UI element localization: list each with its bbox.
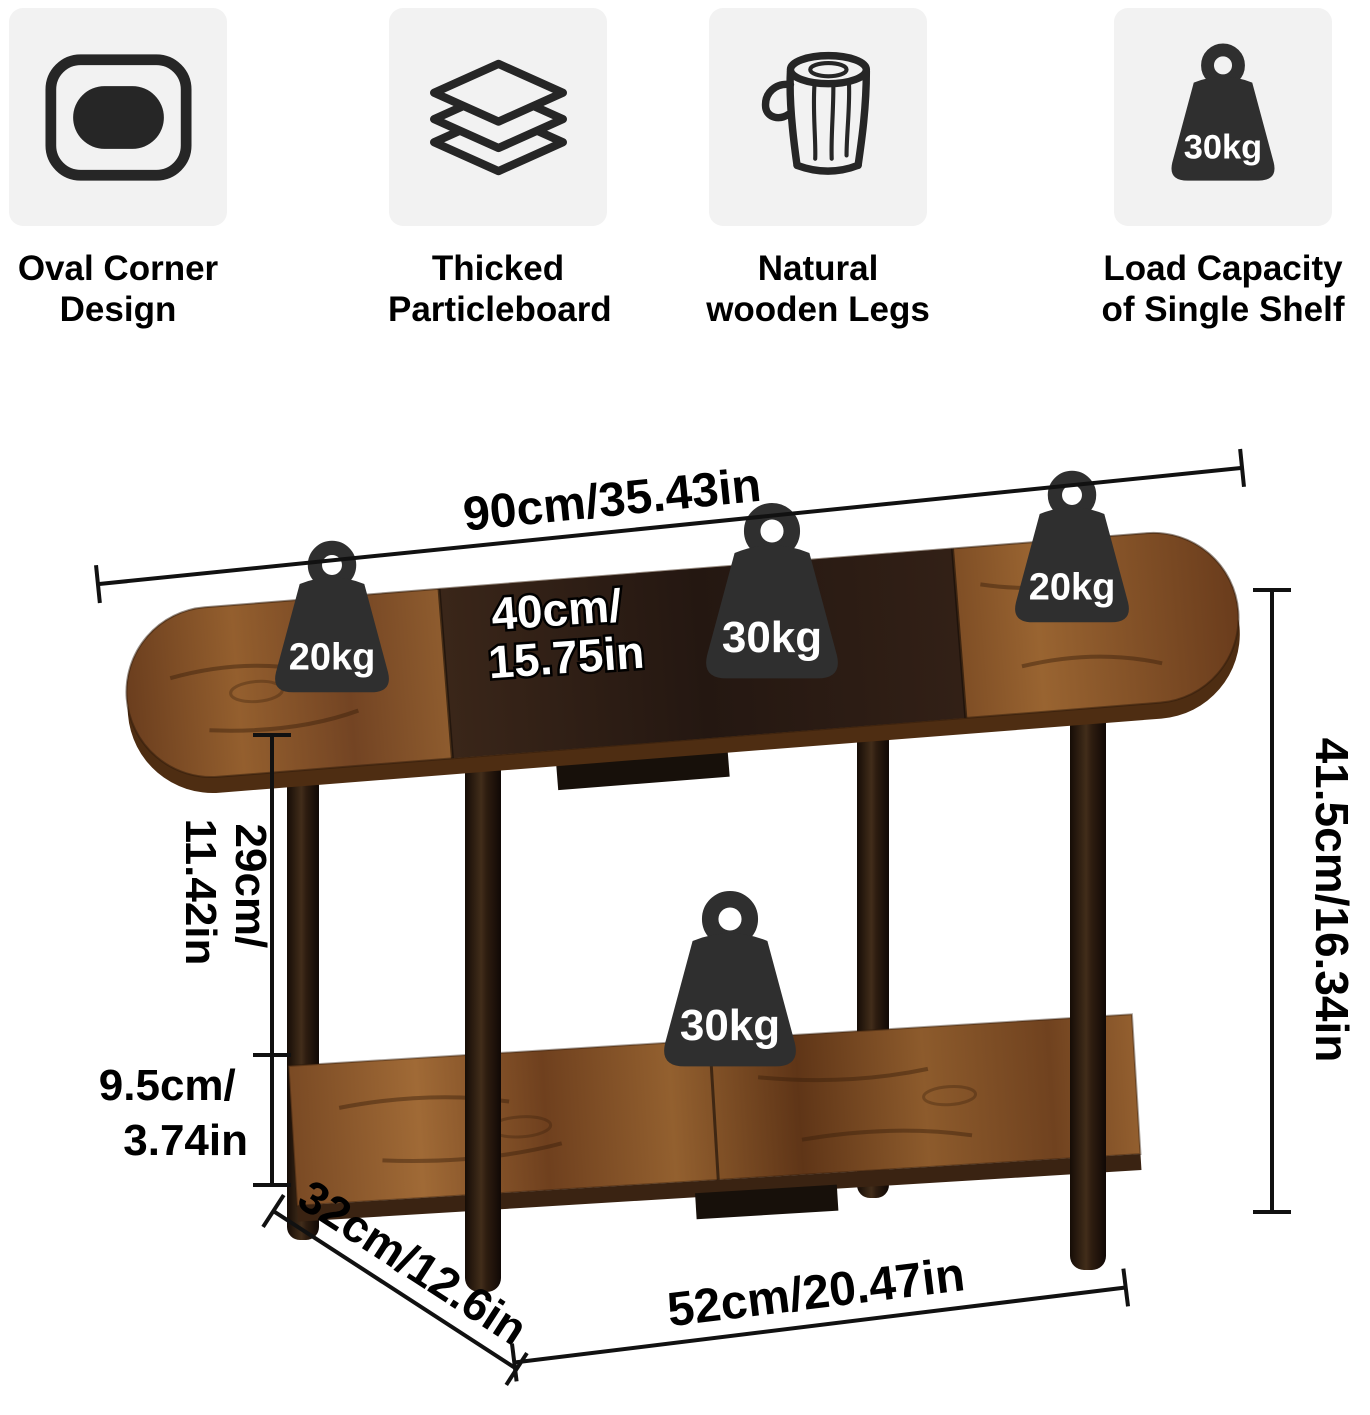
center-width-label: 40cm/ 15.75in (483, 577, 648, 691)
table-front-legs (465, 645, 1106, 1292)
particleboard-icon (389, 8, 607, 226)
weight-icon: 30kg (1114, 8, 1332, 226)
wood-log-icon (709, 8, 927, 226)
table-leg (1070, 645, 1106, 1270)
table-shelf (287, 1013, 1142, 1222)
weight-badge-top-center: 30kg (706, 511, 838, 678)
weight-badge-top-right: 20kg (1015, 478, 1129, 622)
dimension-shelf-clearance: 9.5cm/ 3.74in (99, 1055, 291, 1187)
tier-gap-label: 29cm/ 11.42in (176, 819, 275, 966)
oval-corner-icon (9, 8, 227, 226)
table-dimension-diagram: 20kg 30kg 20kg 30kg 40cm/ 15.75in 90cm/3… (94, 448, 1358, 1386)
tabletop-dark-panel (439, 548, 966, 759)
dimension-total-height: 41.5cm/16.34in (1253, 588, 1358, 1214)
weight-badge-shelf: 30kg (664, 899, 796, 1066)
weight-value: 20kg (289, 637, 376, 679)
dimension-tier-gap: 29cm/ 11.42in (176, 733, 291, 1057)
svg-text:40cm/ 15.75in: 40cm/ 15.75in (483, 578, 646, 689)
weight-value: 30kg (680, 1001, 780, 1050)
weight-value: 20kg (1029, 567, 1116, 609)
total-height-label: 41.5cm/16.34in (1306, 738, 1358, 1063)
weight-icon-value: 30kg (1184, 128, 1262, 166)
table-leg (465, 735, 501, 1292)
weight-badge-top-left: 20kg (275, 548, 389, 692)
table-top (125, 531, 1240, 793)
shelf-clearance-label: 9.5cm/ 3.74in (99, 1061, 248, 1165)
dimension-bottom-width: 52cm/20.47in (509, 1248, 1131, 1382)
weight-value: 30kg (722, 613, 822, 662)
top-width-label: 90cm/35.43in (461, 459, 764, 542)
